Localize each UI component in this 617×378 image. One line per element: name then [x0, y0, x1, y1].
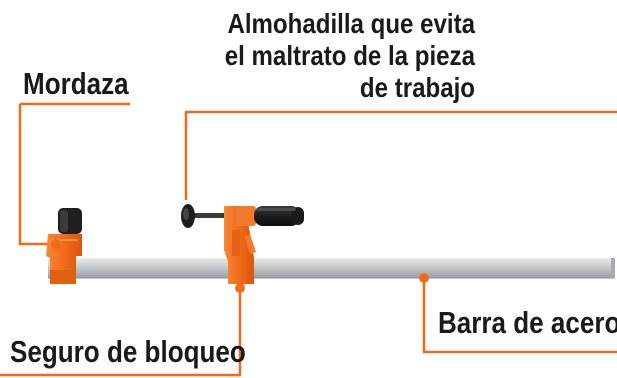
label-almohadilla-line-3: de trabajo [359, 72, 475, 103]
mordaza-anchor-dot [51, 239, 61, 249]
label-almohadilla: Almohadilla que evita el maltrato de la … [225, 8, 475, 104]
callout-dots [51, 239, 429, 293]
steel-bar [48, 257, 615, 279]
sliding-jaw [181, 204, 304, 284]
barra-anchor-dot [419, 273, 429, 283]
mordaza-leader-line [18, 104, 56, 246]
callout-lines [0, 102, 617, 377]
label-seguro-de-bloqueo: Seguro de bloqueo [10, 334, 246, 369]
label-barra-de-acero: Barra de acero [438, 305, 617, 340]
seguro-leader-line [0, 288, 242, 377]
label-almohadilla-line-1: Almohadilla que evita [227, 8, 475, 39]
seguro-anchor-dot [235, 283, 245, 293]
barra-leader-line [422, 278, 617, 354]
label-mordaza: Mordaza [23, 66, 129, 101]
almohadilla-leader-line [184, 110, 617, 200]
label-almohadilla-line-2: el maltrato de la pieza [224, 40, 475, 71]
